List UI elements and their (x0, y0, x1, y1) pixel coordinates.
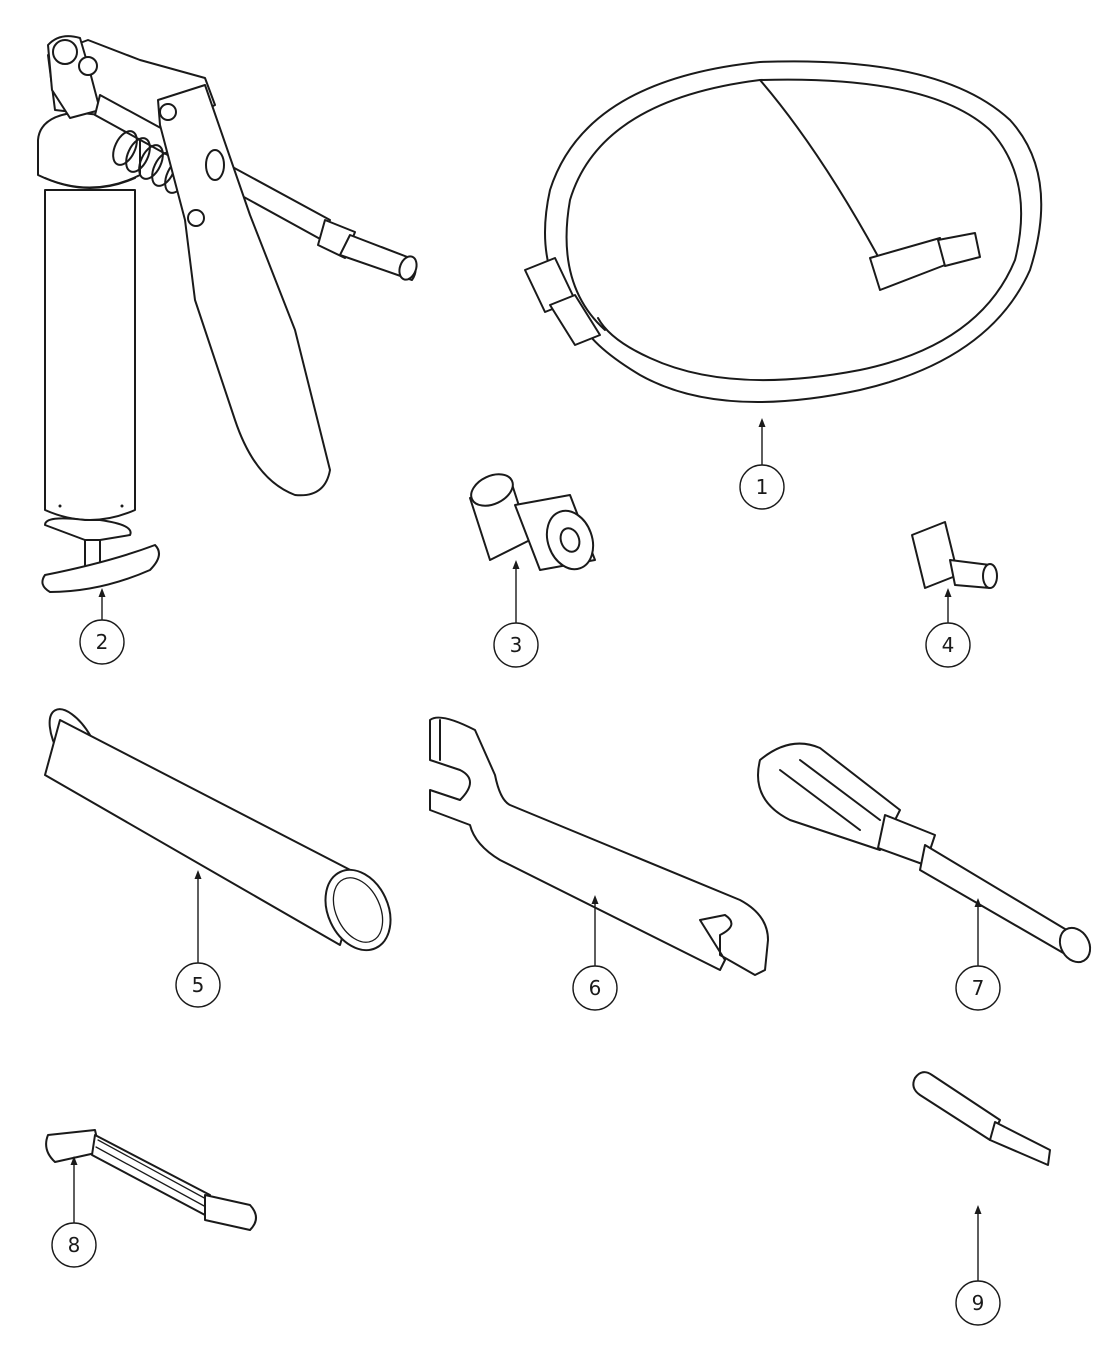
leader-arrowhead (758, 418, 766, 427)
grease-cartridge-drawing (44, 708, 392, 952)
leader-arrowhead (944, 588, 952, 597)
callout-balloon (51, 1222, 97, 1268)
leader-arrowhead (591, 895, 599, 904)
callout-number: 5 (192, 973, 205, 997)
callout-6: 6 (572, 895, 618, 1011)
callout-7: 7 (955, 898, 1001, 1011)
callout-2: 2 (79, 588, 125, 665)
callout-number: 6 (589, 976, 602, 1000)
callout-balloon (572, 965, 618, 1011)
callout-balloon (955, 965, 1001, 1011)
grease-gun-drawing (37, 35, 418, 593)
callout-number: 7 (972, 976, 985, 1000)
callout-5: 5 (175, 870, 221, 1008)
callout-number: 9 (972, 1291, 985, 1315)
callout-9: 9 (955, 1205, 1001, 1326)
callout-3: 3 (493, 560, 539, 668)
callout-number: 1 (756, 475, 769, 499)
slotted-bit-drawing (912, 1071, 1051, 1166)
callout-balloon (493, 622, 539, 668)
callout-8: 8 (51, 1156, 97, 1268)
callout-balloon (175, 962, 221, 1008)
leader-arrowhead (98, 588, 106, 597)
callout-1: 1 (739, 418, 785, 510)
leader-arrowhead (194, 870, 202, 879)
callout-number: 2 (96, 630, 109, 654)
callout-balloon (925, 622, 971, 668)
nut-driver-drawing (757, 742, 1092, 964)
open-end-wrench-drawing (429, 716, 769, 976)
quick-coupler-drawing (469, 473, 596, 571)
callout-number: 8 (68, 1233, 81, 1257)
leader-arrowhead (974, 898, 982, 907)
callout-balloon (955, 1280, 1001, 1326)
leader-arrowhead (70, 1156, 78, 1165)
callout-number: 3 (510, 633, 523, 657)
callout-balloon (739, 464, 785, 510)
hose-drawing (524, 60, 1043, 403)
nipple-adapter-drawing (911, 521, 998, 589)
callout-number: 4 (942, 633, 955, 657)
leader-arrowhead (512, 560, 520, 569)
leader-arrowhead (974, 1205, 982, 1214)
callout-balloon (79, 619, 125, 665)
callout-4: 4 (925, 588, 971, 668)
flexible-extension-drawing (45, 1129, 257, 1231)
